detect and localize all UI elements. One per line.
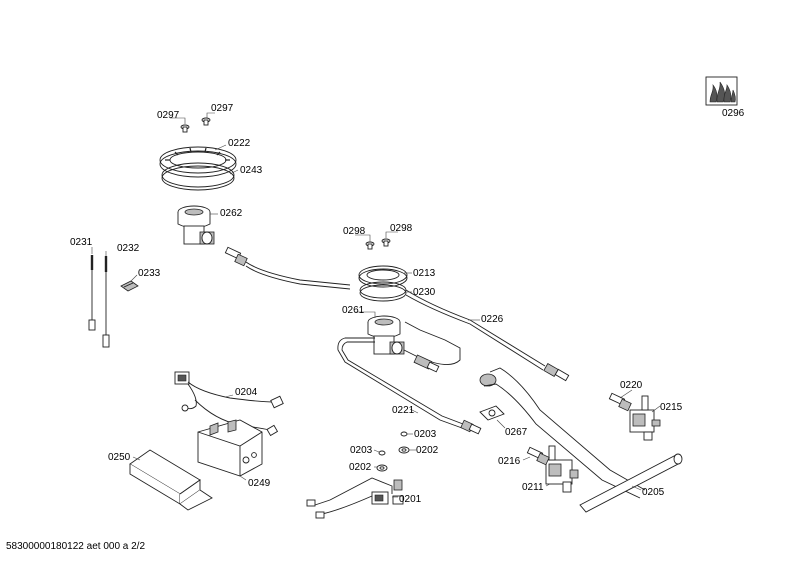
part-labels: 0297 0297 0222 0243 0262 0231 0232 0233 … xyxy=(70,103,745,505)
label-0250: 0250 xyxy=(108,452,131,463)
screw-0298-right xyxy=(381,238,391,247)
gas-valve-0215 xyxy=(629,395,661,441)
leader-lines xyxy=(91,112,661,498)
cover-plate-0250 xyxy=(129,449,213,511)
washer-0203-right xyxy=(400,431,408,437)
label-0216: 0216 xyxy=(498,456,521,467)
label-0297-right: 0297 xyxy=(211,103,234,114)
washer-0203-left xyxy=(378,450,386,456)
thermocouple-0231 xyxy=(88,255,96,331)
label-0203-left: 0203 xyxy=(350,445,373,456)
gasket-0267 xyxy=(479,405,505,421)
label-0296: 0296 xyxy=(722,108,745,119)
label-0220: 0220 xyxy=(620,380,643,391)
screw-0298-left xyxy=(365,241,375,250)
knob-screw-0220 xyxy=(608,392,632,412)
label-0231: 0231 xyxy=(70,237,93,248)
screw-0297-left xyxy=(180,124,190,133)
burner-cap-0222 xyxy=(159,146,237,178)
label-0213: 0213 xyxy=(413,268,436,279)
label-0215: 0215 xyxy=(660,402,683,413)
label-0298-left: 0298 xyxy=(343,226,366,237)
bracket-0249 xyxy=(197,419,263,477)
clip-0233 xyxy=(120,280,139,292)
label-0232: 0232 xyxy=(117,243,140,254)
flame-symbol-icon xyxy=(705,76,738,106)
ignition-switch-0201 xyxy=(306,477,404,519)
label-0249: 0249 xyxy=(248,478,271,489)
gas-valve-0211 xyxy=(545,445,579,493)
burner-base-0262 xyxy=(177,205,215,245)
drawing-reference-footer: 58300000180122 aet 000 a 2/2 xyxy=(6,541,146,552)
label-0261: 0261 xyxy=(342,305,365,316)
gas-pipe-0221 xyxy=(337,321,482,435)
cable-0204 xyxy=(174,371,284,437)
label-0267: 0267 xyxy=(505,427,528,438)
label-0204: 0204 xyxy=(235,387,258,398)
label-0203-right: 0203 xyxy=(414,429,437,440)
label-0297-left: 0297 xyxy=(157,110,180,121)
label-0226: 0226 xyxy=(481,314,504,325)
knob-screw-0216 xyxy=(526,446,550,466)
label-0202-right: 0202 xyxy=(416,445,439,456)
label-0201: 0201 xyxy=(399,494,422,505)
gas-manifold-0205 xyxy=(479,367,683,513)
label-0262: 0262 xyxy=(220,208,243,219)
label-0222: 0222 xyxy=(228,138,251,149)
label-0211: 0211 xyxy=(522,482,544,493)
washer-0202-left xyxy=(376,464,388,472)
screw-0297-right xyxy=(201,117,211,126)
igniter-0232 xyxy=(102,256,110,348)
label-0298-right: 0298 xyxy=(390,223,413,234)
label-0233: 0233 xyxy=(138,268,161,279)
burner-base-0261 xyxy=(367,315,405,355)
washer-0202-right xyxy=(398,446,410,454)
label-0230: 0230 xyxy=(413,287,436,298)
label-0221: 0221 xyxy=(392,405,415,416)
burner-ring-0243 xyxy=(161,162,235,191)
label-0205: 0205 xyxy=(642,487,665,498)
burner-cap-0213 xyxy=(358,265,408,288)
label-0202-left: 0202 xyxy=(349,462,372,473)
label-0243: 0243 xyxy=(240,165,263,176)
